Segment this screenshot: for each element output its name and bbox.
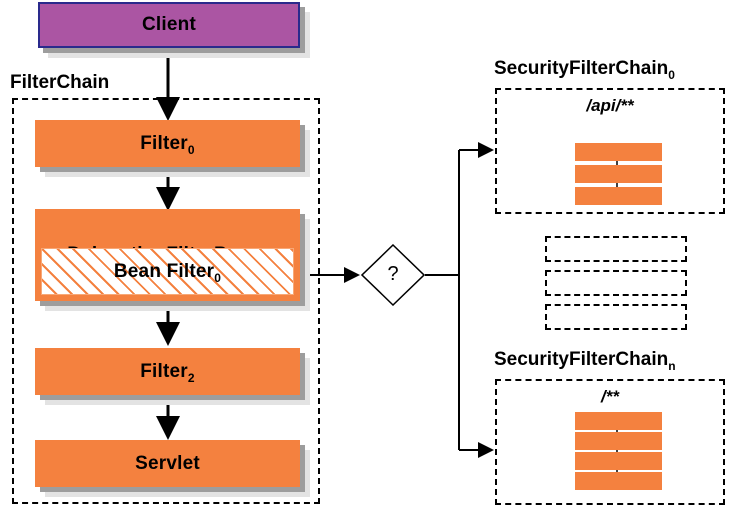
securityfilterchain-0-filter-bar[interactable] [575,165,662,183]
securityfilterchain-0-pattern: /api/** [586,96,634,115]
decision-diamond[interactable]: ? [360,243,426,307]
securityfilterchain-n-pattern: /** [601,387,619,406]
filterchain-group-title: FilterChain [10,72,110,93]
client-box[interactable]: Client [38,2,310,58]
placeholder-slot [545,304,687,330]
placeholder-slot [545,236,687,262]
securityfilterchain-0-filter-bar[interactable] [575,187,662,205]
bean-filter-label: Bean Filter0 [113,260,222,285]
servlet-box[interactable]: Servlet [35,440,310,497]
client-box-face: Client [38,2,300,48]
securityfilterchain-n-title: SecurityFilterChainn [494,349,676,373]
securityfilterchain-0-title-sub: 0 [668,68,675,82]
bean-filter-label-text: Bean Filter [113,260,215,282]
filterchain-group [12,98,320,504]
filter0-box[interactable]: Filter0 [35,120,310,177]
filter0-label-text: Filter [140,132,188,154]
securityfilterchain-0-group [495,88,725,214]
client-label: Client [142,14,196,35]
securityfilterchain-n-filter-bar[interactable] [575,432,662,450]
bean-filter-box[interactable]: Bean Filter0 [41,248,294,295]
securityfilterchain-0-title: SecurityFilterChain0 [494,58,675,82]
decision-diamond-shape [360,243,426,307]
filter2-label: Filter2 [140,360,195,385]
servlet-face: Servlet [35,440,300,487]
securityfilterchain-n-title-sub: n [668,359,676,373]
arrow-decision-branch [425,142,494,458]
filter2-box[interactable]: Filter2 [35,348,310,405]
servlet-label: Servlet [135,452,200,474]
securityfilterchain-0-title-text: SecurityFilterChain [494,58,669,79]
bean-filter-label-sub: 0 [214,270,222,285]
securityfilterchain-n-filter-bar[interactable] [575,412,662,430]
securityfilterchain-n-filter-bar[interactable] [575,472,662,490]
filter0-label: Filter0 [140,132,195,157]
decision-label: ? [387,263,399,285]
securityfilterchain-n-filter-bar[interactable] [575,452,662,470]
delegating-filter-proxy-box[interactable]: DelegatingFilterProxy Bean Filter0 [35,209,310,311]
filter2-label-text: Filter [140,360,188,382]
filter2-face: Filter2 [35,348,300,395]
filter0-label-sub: 0 [187,142,195,157]
securityfilterchain-n-group [495,379,725,505]
filter0-face: Filter0 [35,120,300,167]
securityfilterchain-0-filter-bar[interactable] [575,143,662,161]
filter2-label-sub: 2 [187,370,195,385]
securityfilterchain-n-title-text: SecurityFilterChain [494,349,669,370]
dfp-face: DelegatingFilterProxy Bean Filter0 [35,209,300,301]
placeholder-slot [545,270,687,296]
